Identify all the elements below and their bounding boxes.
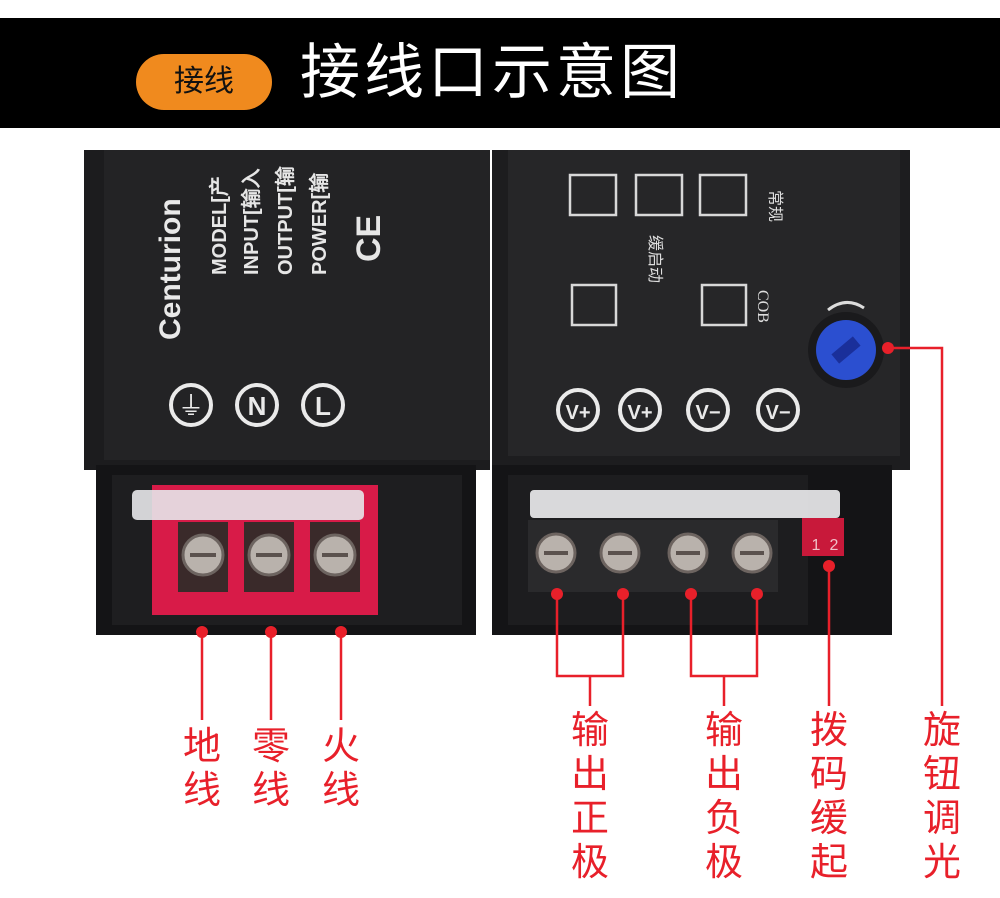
label-live: 火线: [319, 724, 363, 812]
label-char: 火: [321, 724, 360, 768]
label-char: 线: [251, 768, 290, 812]
label-char: 线: [321, 768, 360, 812]
vplus-symbol-2: V+: [627, 402, 652, 424]
right-module: 常规 缓启动 COB V+ V+ V− V−: [492, 150, 910, 635]
label-char: 调: [922, 796, 961, 840]
header-bar: 接线 接线口示意图: [0, 18, 1000, 128]
label-char: 线: [182, 768, 221, 812]
dip-number-2: 2: [830, 537, 839, 554]
vminus-symbol-2: V−: [765, 402, 790, 424]
label-char: 出: [570, 752, 609, 796]
label-dip-soft-start: 拨码缓起: [807, 708, 851, 884]
label-char: 输: [570, 708, 609, 752]
label-ground: 地线: [180, 724, 224, 812]
input-line: INPUT[输入: [239, 168, 263, 275]
mode-soft-label: 缓启动: [646, 235, 665, 283]
mode-cob-label: COB: [754, 290, 771, 323]
label-char: 输: [704, 708, 743, 752]
label-knob-dimming: 旋钮调光: [920, 708, 964, 884]
vminus-symbol-1: V−: [695, 402, 720, 424]
label-char: 光: [922, 840, 961, 884]
output-symbols: V+ V+ V− V−: [556, 388, 800, 432]
dip-switch[interactable]: [802, 518, 844, 556]
label-char: 零: [251, 724, 290, 768]
label-output-negative: 输出负极: [702, 708, 746, 884]
label-char: 正: [570, 796, 609, 840]
label-char: 旋: [922, 708, 961, 752]
label-char: 负: [704, 796, 743, 840]
label-output-positive: 输出正极: [568, 708, 612, 884]
label-char: 缓: [809, 796, 848, 840]
neutral-symbol: N: [248, 391, 267, 421]
vplus-symbol-1: V+: [565, 402, 590, 424]
output-line: OUTPUT[输: [273, 165, 297, 275]
label-char: 出: [704, 752, 743, 796]
label-char: 极: [704, 840, 743, 884]
label-char: 起: [809, 840, 848, 884]
brand-text: Centurion: [154, 198, 187, 340]
device-photo: Centurion MODEL[产 INPUT[输入 OUTPUT[输 POWE…: [0, 150, 1000, 650]
mode-normal-label: 常规: [766, 190, 785, 222]
label-char: 码: [809, 752, 848, 796]
ground-symbol: ⏚: [178, 392, 204, 422]
label-char: 钮: [922, 752, 961, 796]
label-char: 极: [570, 840, 609, 884]
ce-mark: CE: [350, 215, 388, 262]
live-symbol: L: [315, 391, 331, 421]
model-line: MODEL[产: [207, 176, 231, 275]
dip-number-1: 1: [812, 537, 821, 554]
label-neutral: 零线: [249, 724, 293, 812]
page-title: 接线口示意图: [300, 38, 684, 108]
label-char: 拨: [809, 708, 848, 752]
power-line: POWER[输: [307, 172, 331, 275]
header-tag: 接线: [136, 54, 272, 110]
left-module: Centurion MODEL[产 INPUT[输入 OUTPUT[输 POWE…: [84, 150, 490, 635]
label-char: 地: [182, 724, 221, 768]
